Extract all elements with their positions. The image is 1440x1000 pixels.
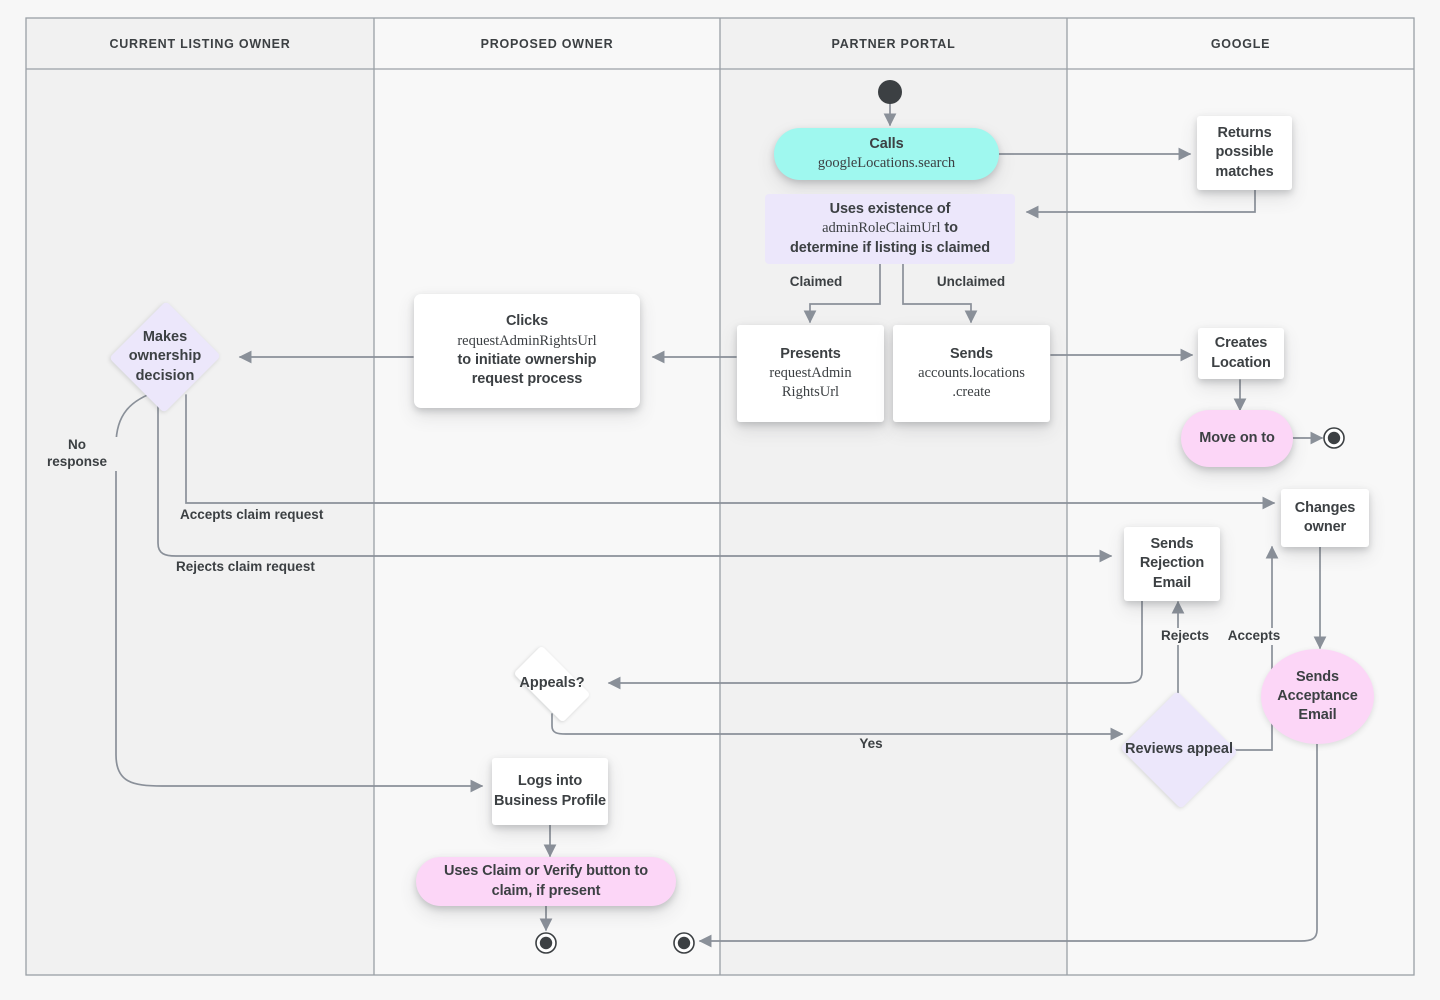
node-move-on-to[interactable]: Move on to [1181,410,1293,467]
node-line-2: requestAdminRightsUrl [457,332,597,349]
edge-uses-to-sends-create [902,263,978,324]
connectors [115,102,1327,948]
node-creates-location[interactable]: Creates Location [1198,328,1284,379]
edge-decision-rejects [157,399,1113,563]
edge-label-accepts: Accepts [1219,628,1289,645]
node-line-2: googleLocations.search [817,155,956,171]
edge-label-claimed: Claimed [781,274,851,291]
node-label: Reviews appeal [1125,741,1233,758]
node-reviews-appeal[interactable]: Reviews appeal [1118,691,1240,809]
node-label: Creates Location [1211,335,1271,371]
edge-label-yes: Yes [850,736,892,753]
lane-header-label: PROPOSED OWNER [480,36,614,51]
node-line-3: to initiate ownership [457,352,597,368]
lane-header-google: GOOGLE [1067,18,1414,69]
edge-label-rejects: Rejects [1152,628,1218,645]
node-line-4: request process [471,371,583,388]
node-uses-existence-admin-role-claim-url[interactable]: Uses existence of adminRoleClaimUrl to d… [765,194,1015,264]
edge-review-accepts [1225,545,1279,751]
node-returns-possible-matches[interactable]: Returns possible matches [1197,116,1292,190]
node-appeals-decision[interactable]: Appeals? [496,645,608,723]
node-line-1: Clicks [505,313,549,330]
edge-decision-no-response [115,390,484,793]
node-label: Move on to [1199,429,1275,446]
node-sends-rejection-email[interactable]: Sends Rejection Email [1124,527,1220,601]
node-sends-acceptance-email[interactable]: Sends Acceptance Email [1261,649,1374,744]
node-line-2: requestAdmin [769,364,852,381]
edge-uses-to-presents [803,263,881,324]
node-makes-ownership-decision[interactable]: Makes ownership decision [109,300,221,414]
node-line-2: accounts.locations [918,364,1025,381]
edge-appeals-yes [551,713,1124,741]
edge-label-unclaimed: Unclaimed [927,274,1015,291]
node-line-1: Presents [780,345,841,362]
node-line-1: Calls [869,135,904,152]
node-line-1: Uses existence of [829,201,951,218]
node-label: Sends Rejection Email [1139,536,1205,591]
lane-header-label: PARTNER PORTAL [831,36,956,51]
lane-header-label: GOOGLE [1210,36,1271,51]
node-label: Sends Acceptance Email [1277,668,1358,724]
node-line-3: RightsUrl [781,384,840,401]
node-label: Logs into Business Profile [493,773,607,809]
edge-label-rejects-claim-request: Rejects claim request [176,559,356,576]
node-label: Returns possible matches [1215,125,1274,180]
edge-decision-accepts [185,394,1276,510]
lane-header-label: CURRENT LISTING OWNER [109,36,291,51]
node-sends-accounts-locations-create[interactable]: Sends accounts.locations .create [893,325,1050,422]
end-markers [535,427,1345,954]
node-calls-google-locations-search[interactable]: Calls googleLocations.search [774,128,999,180]
node-line-3: determine if listing is claimed [790,239,990,256]
lane-header-partner-portal: PARTNER PORTAL [720,18,1067,69]
node-label: Changes owner [1294,499,1356,535]
node-uses-claim-or-verify-button[interactable]: Uses Claim or Verify button to claim, if… [416,857,676,906]
edge-label-no-response: No response [36,437,118,471]
lane-header-current-listing-owner: CURRENT LISTING OWNER [26,18,374,69]
node-line-3: .create [952,384,991,401]
edge-rejection-to-appeals [607,599,1143,690]
node-logs-into-business-profile[interactable]: Logs into Business Profile [492,758,608,825]
node-changes-owner[interactable]: Changes owner [1281,489,1369,547]
start-marker [878,80,902,104]
edge-returns-to-uses [1025,189,1256,219]
node-label: Uses Claim or Verify button to claim, if… [443,863,649,899]
node-label: Makes ownership decision [128,329,202,384]
node-label: Appeals? [519,675,585,692]
edge-label-accepts-claim-request: Accepts claim request [180,507,360,524]
lane-header-proposed-owner: PROPOSED OWNER [374,18,720,69]
lane-borders [25,17,1415,976]
node-line-2: adminRoleClaimUrl to [822,220,958,237]
node-clicks-request-admin-rights-url[interactable]: Clicks requestAdminRightsUrl to initiate… [414,294,640,408]
node-presents-request-admin-rights-url[interactable]: Presents requestAdmin RightsUrl [737,325,884,422]
node-line-1: Sends [949,345,993,362]
edge-acceptance-to-end [698,743,1318,948]
